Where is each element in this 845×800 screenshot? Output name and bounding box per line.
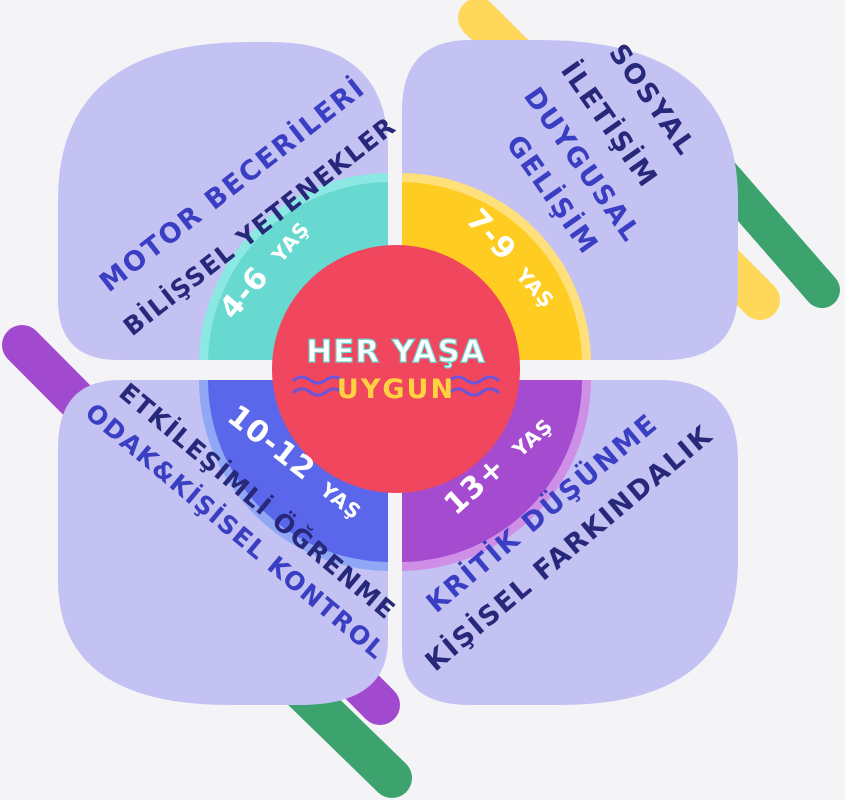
hub-circle — [272, 245, 520, 493]
hub-title: HER YAŞA — [306, 334, 486, 370]
hub-wave-left-2 — [292, 387, 344, 397]
hub-wave-right-2 — [448, 387, 500, 397]
hub-subtitle: UYGUN — [337, 374, 455, 405]
hub: HER YAŞA UYGUN — [272, 245, 520, 493]
hub-wave-left-1 — [292, 375, 344, 385]
hub-wave-right-1 — [448, 375, 500, 385]
